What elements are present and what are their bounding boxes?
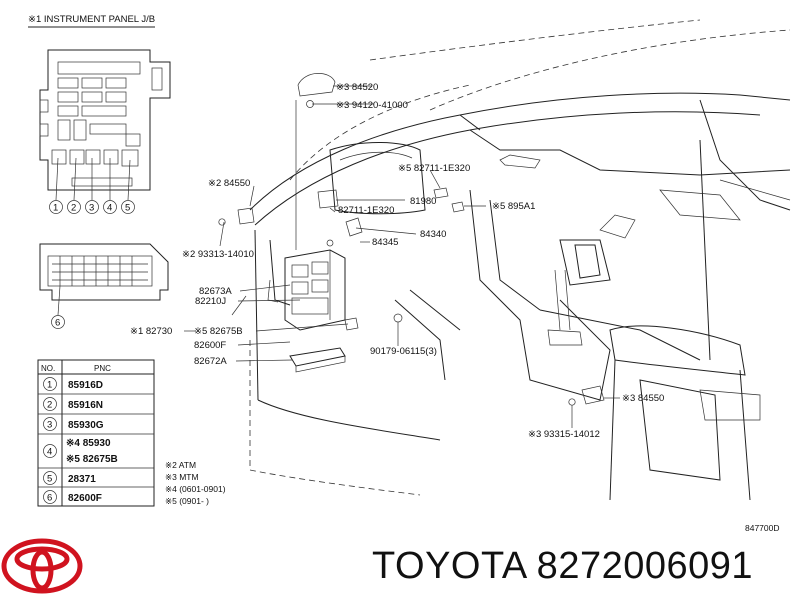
callout-82730: ※1 82730	[130, 326, 172, 337]
table-row-1-no: 1	[47, 380, 52, 391]
callout-82673a: 82673A	[199, 286, 232, 297]
legend-0601: ※4 (0601-0901)	[165, 484, 226, 494]
model-legend: ※2 ATM ※3 MTM ※4 (0601-0901) ※5 (0901- )	[165, 460, 226, 506]
callout-84550-bottom: ※3 84550	[622, 393, 664, 404]
table-row-3-no: 3	[47, 420, 52, 431]
legend-atm: ※2 ATM	[165, 460, 196, 470]
diagram-code: 847700D	[745, 523, 780, 533]
junction-block-top	[39, 49, 171, 201]
jb-circle-2	[67, 200, 81, 214]
jb-number-5: 5	[125, 203, 130, 214]
callout-90179: 90179-06115(3)	[370, 346, 437, 357]
legend-mtm: ※3 MTM	[165, 472, 199, 482]
callout-81980: 81980	[410, 196, 436, 207]
callout-82210j: 82210J	[195, 296, 226, 307]
callout-labels: ※3 84520 ※3 94120-41000 ※2 84550 ※2 9331…	[130, 82, 780, 533]
jb-number-1: 1	[53, 203, 58, 214]
callout-93315: ※3 93315-14012	[528, 429, 600, 440]
jb-number-3: 3	[89, 203, 94, 214]
part-number-title: TOYOTA 8272006091	[372, 545, 754, 587]
jb-number-circles: 1 2 3 4 5	[49, 200, 135, 214]
legend-0901: ※5 (0901- )	[165, 496, 209, 506]
junction-block-bottom: 6	[39, 243, 169, 329]
jb-circle-6	[51, 315, 65, 329]
table-row-4-pnc-alt: ※5 82675B	[66, 454, 118, 465]
callout-82600f: 82600F	[194, 340, 226, 351]
leader-lines	[184, 85, 620, 428]
table-row-3-pnc: 85930G	[68, 420, 104, 431]
jb-number-4: 4	[107, 203, 112, 214]
table-row-2-no: 2	[47, 400, 52, 411]
callout-94120: ※3 94120-41000	[336, 100, 408, 111]
toyota-logo	[1, 538, 83, 594]
jb-circle-4	[103, 200, 117, 214]
table-row-4-pnc: ※4 85930	[66, 438, 111, 449]
jb-circle-3	[85, 200, 99, 214]
callout-82711-top: ※5 82711-1E320	[398, 163, 470, 174]
callout-93313: ※2 93313-14010	[182, 249, 254, 260]
jb-circle-5	[121, 200, 135, 214]
callout-84550-top: ※2 84550	[208, 178, 250, 189]
callout-895a1: ※5 895A1	[492, 201, 535, 212]
table-header-no: NO.	[41, 364, 55, 373]
callout-84520: ※3 84520	[336, 82, 378, 93]
dashboard-outline	[249, 19, 791, 501]
table-row-6-no: 6	[47, 493, 52, 504]
jb-circle-1	[49, 200, 63, 214]
table-row-5-pnc: 28371	[68, 474, 96, 485]
callout-84340: 84340	[420, 229, 446, 240]
jb-number-6: 6	[55, 318, 60, 329]
table-row-4-no: 4	[47, 447, 52, 458]
table-row-1-pnc: 85916D	[68, 380, 103, 391]
jb-header-title: ※1 INSTRUMENT PANEL J/B	[28, 14, 155, 25]
pnc-table: NO. PNC 1 85916D 2 85916N 3 85930G 4 ※4 …	[37, 359, 155, 507]
table-row-2-pnc: 85916N	[68, 400, 103, 411]
callout-82672a: 82672A	[194, 356, 227, 367]
junction-block-assembly	[218, 73, 605, 406]
table-row-6-pnc: 82600F	[68, 493, 102, 504]
callout-82711-bottom: 82711-1E320	[338, 205, 394, 216]
table-header-pnc: PNC	[94, 364, 111, 373]
callout-82675b: ※5 82675B	[194, 326, 243, 337]
jb-number-2: 2	[71, 203, 76, 214]
table-row-5-no: 5	[47, 474, 52, 485]
callout-84345: 84345	[372, 237, 398, 248]
